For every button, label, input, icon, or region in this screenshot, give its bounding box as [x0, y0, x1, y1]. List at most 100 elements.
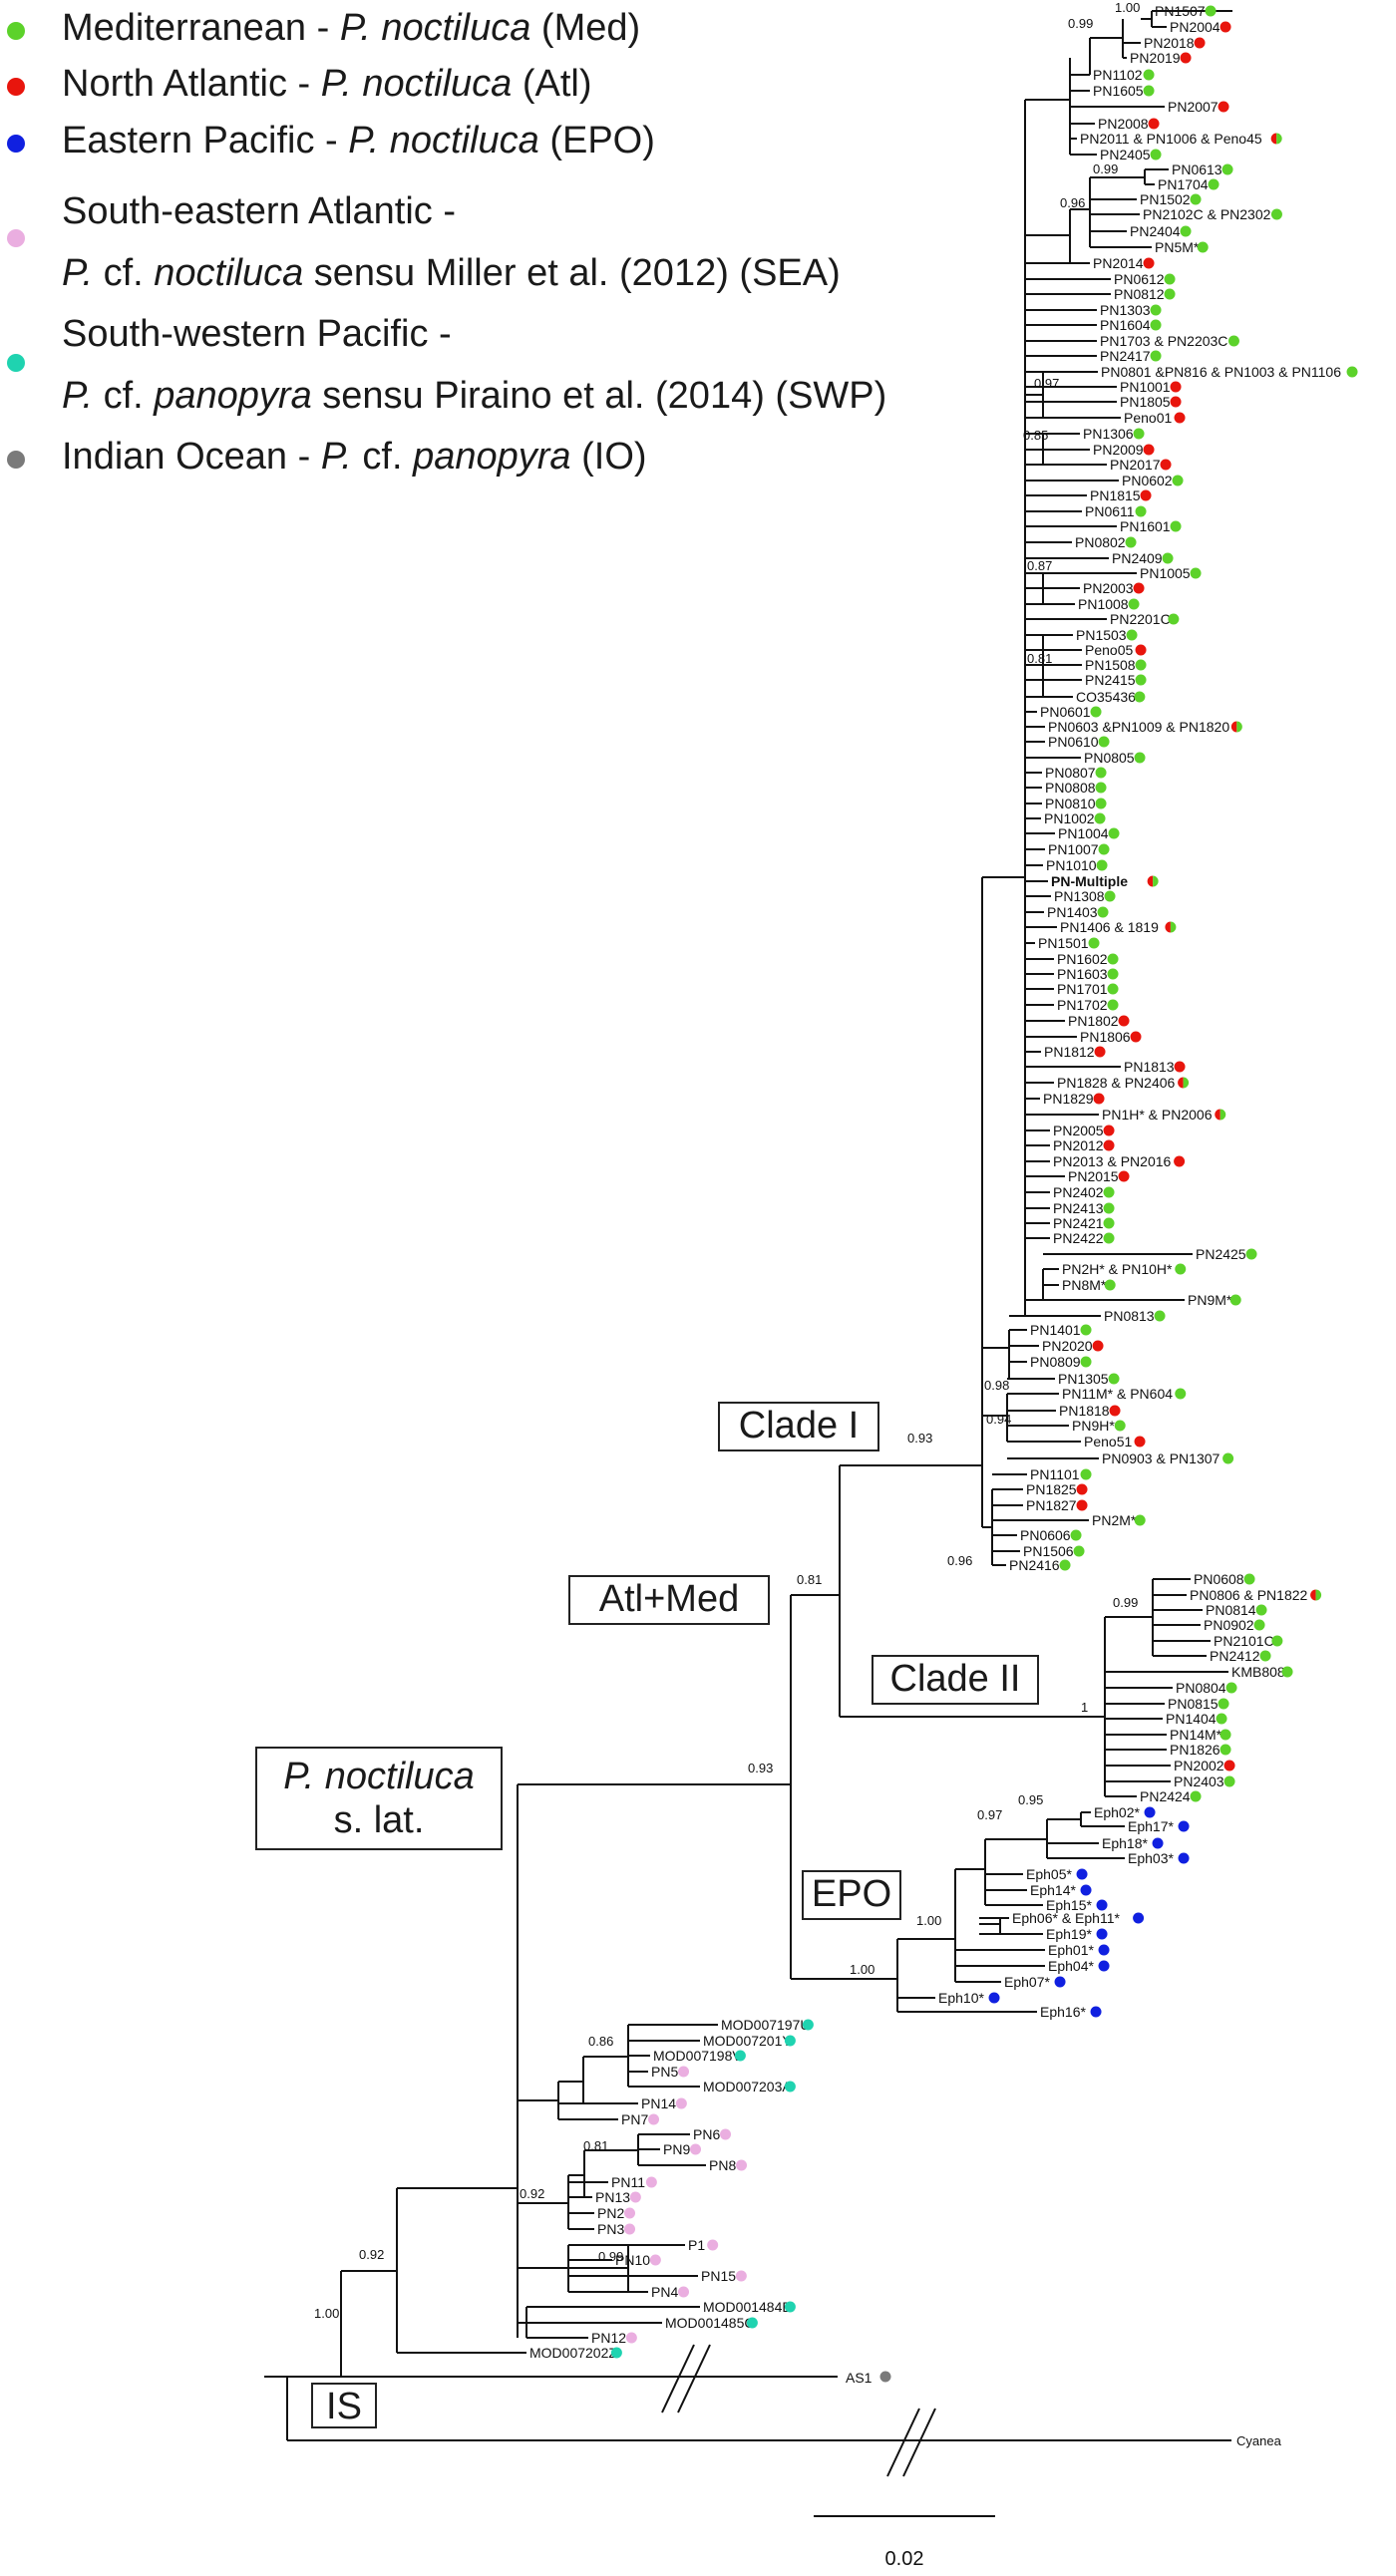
tip-label: PN0809	[1030, 1354, 1081, 1370]
region-dot	[1222, 1452, 1234, 1464]
support-value: 0.86	[588, 2034, 613, 2049]
region-dot	[1096, 1928, 1108, 1940]
region-dot	[1096, 1899, 1108, 1911]
tip-label: PN0805	[1084, 750, 1135, 766]
region-dot	[1150, 149, 1162, 161]
region-dot	[1070, 1529, 1082, 1541]
region-dot	[1229, 1294, 1241, 1306]
tip-label: PN9H*	[1072, 1418, 1115, 1434]
tip-label: MOD001484B	[703, 2299, 792, 2315]
tip-label: PN2008	[1098, 116, 1149, 132]
support-value: 0.96	[1060, 195, 1085, 210]
tip-label: PN1815	[1090, 487, 1141, 503]
region-dot	[1107, 983, 1119, 995]
region-dot	[1109, 1405, 1121, 1417]
tip-label: PN1005	[1140, 565, 1191, 581]
tip-label: Eph07*	[1004, 1974, 1050, 1990]
tip-label: PN0810	[1045, 796, 1096, 811]
region-dot	[1178, 1852, 1190, 1864]
region-dot	[1154, 1310, 1166, 1322]
region-dot-both	[1147, 875, 1159, 887]
support-value: 0.95	[1018, 1792, 1043, 1807]
support-value: 0.99	[1093, 161, 1118, 176]
legend-label: Eastern Pacific - P. noctiluca (EPO)	[62, 120, 655, 161]
tip-label: Eph18*	[1102, 1835, 1148, 1851]
region-dot-both	[1215, 1109, 1226, 1121]
region-dot	[1243, 1573, 1255, 1585]
tip-label: PN1806	[1080, 1029, 1131, 1045]
region-dot	[1180, 52, 1192, 64]
region-dot	[1160, 459, 1172, 471]
region-dot	[1103, 1125, 1115, 1136]
tip-label: PN1007	[1048, 841, 1099, 857]
region-dot	[1098, 1944, 1110, 1956]
region-dot	[1134, 1436, 1146, 1448]
region-dot	[1135, 644, 1147, 656]
tip-label: PN2415	[1085, 672, 1136, 688]
region-dot	[1104, 890, 1116, 902]
tip-label: PN1501	[1038, 935, 1089, 951]
tip-label: PN0602	[1122, 473, 1173, 488]
tip-label: PN0807	[1045, 765, 1096, 781]
region-dot	[1134, 691, 1146, 703]
region-dot	[1148, 118, 1160, 130]
region-dot-both	[1178, 1077, 1190, 1089]
tip-label: PN0903 & PN1307	[1102, 1450, 1221, 1466]
region-dot	[1076, 1868, 1088, 1880]
region-dot	[1143, 444, 1155, 456]
region-dot	[784, 2035, 796, 2047]
region-dot	[1259, 1650, 1271, 1662]
is-label: IS	[311, 2383, 377, 2428]
region-dot	[678, 2286, 690, 2298]
region-dot	[1172, 475, 1184, 486]
tip-label: PN2425	[1196, 1246, 1246, 1262]
region-dot	[649, 2254, 661, 2266]
region-dot	[610, 2347, 622, 2359]
tip-label: PN1010	[1046, 857, 1097, 873]
tip-label: PN1303	[1100, 302, 1151, 318]
tip-label: AS1	[846, 2370, 872, 2386]
tip-label: PN1701	[1057, 981, 1108, 997]
region-dot	[1130, 1031, 1142, 1043]
tip-label: PN0611	[1085, 503, 1135, 519]
tip-label: Eph01*	[1048, 1942, 1094, 1958]
branch-break	[886, 2408, 920, 2477]
region-dot	[1208, 178, 1220, 190]
legend-label: South-eastern Atlantic -P. cf. noctiluca…	[62, 190, 841, 294]
tip-label: PN1812	[1044, 1044, 1095, 1060]
region-dot	[1144, 1806, 1156, 1818]
tip-label: PN11	[611, 2174, 645, 2190]
tip-label: Eph05*	[1026, 1866, 1072, 1882]
tip-label: Eph02*	[1094, 1804, 1140, 1820]
region-dot	[1094, 812, 1106, 824]
tip-label: PN2409	[1112, 550, 1163, 566]
region-dot	[1194, 37, 1206, 49]
tip-label: PN1827	[1026, 1497, 1077, 1513]
tip-label: PN9	[663, 2141, 690, 2157]
region-dot	[629, 2191, 641, 2203]
tip-label: Eph06* & Eph11*	[1012, 1910, 1120, 1926]
tip-label: PN2005	[1053, 1123, 1104, 1138]
tip-label: PN0801 &PN816 & PN1003 & PN1106	[1101, 364, 1341, 380]
region-dot	[988, 1992, 1000, 2004]
atl-med-label: Atl+Med	[568, 1575, 770, 1625]
legend-label: Mediterranean - P. noctiluca (Med)	[62, 7, 641, 49]
region-dot	[1150, 304, 1162, 316]
region-dot	[1134, 752, 1146, 764]
region-dot	[1054, 1976, 1066, 1988]
tip-label: PN1406 & 1819	[1060, 919, 1159, 935]
region-dot	[1220, 21, 1231, 33]
region-dot	[1090, 2006, 1102, 2018]
tip-label: PN1825	[1026, 1481, 1077, 1497]
tip-label: PN2014	[1093, 255, 1144, 271]
tip-label: PN1503	[1076, 627, 1127, 643]
region-dot	[1190, 193, 1202, 205]
region-dot	[879, 2371, 891, 2383]
tip-label: CO35436	[1076, 689, 1136, 705]
region-dot	[1095, 767, 1107, 779]
tip-label: PN1001	[1120, 379, 1171, 395]
tip-label: PN0603 &PN1009 & PN1820	[1048, 719, 1229, 735]
tip-label: PN2013 & PN2016	[1053, 1153, 1172, 1169]
region-dot	[1218, 101, 1229, 113]
